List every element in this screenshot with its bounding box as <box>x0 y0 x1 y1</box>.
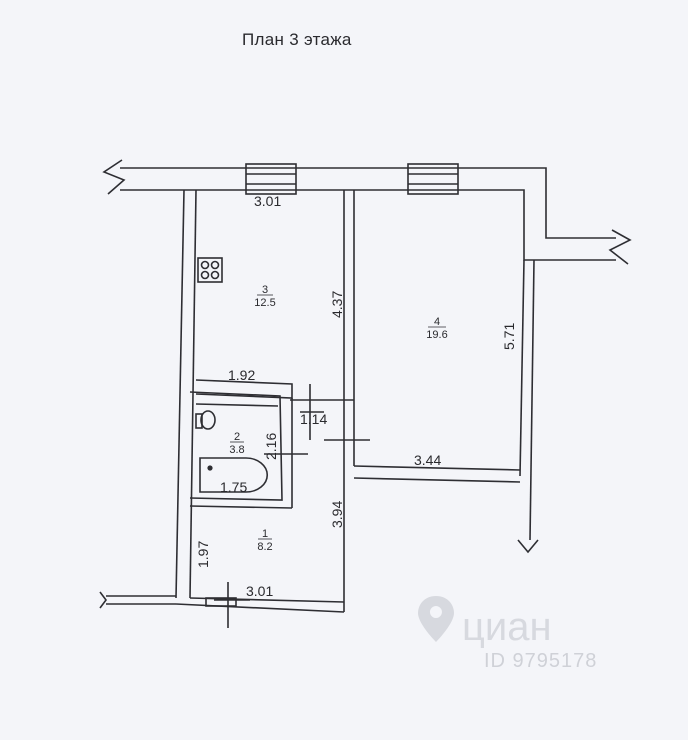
section-mark-entrance <box>214 582 250 628</box>
plan-title: План 3 этажа <box>242 30 352 49</box>
kitchen-bottom-wall <box>195 379 293 399</box>
room-2-number: 2 <box>234 431 240 443</box>
dim-hall-left: 1.97 <box>195 541 211 568</box>
location-pin-icon <box>418 596 454 642</box>
room-1-area: 8.2 <box>257 541 272 553</box>
dim-room4-side: 5.71 <box>501 323 517 350</box>
dim-bath-side: 2.16 <box>263 433 279 460</box>
room-4-number: 4 <box>434 316 440 328</box>
hall-top-wall <box>189 505 293 509</box>
dim-kitchen-bottom: 1.92 <box>228 367 255 383</box>
bathroom-wall-top-inner <box>195 403 279 407</box>
room-4-area: 19.6 <box>426 329 447 341</box>
exterior-bottom-wall <box>175 603 345 613</box>
wall-arrow-bottom <box>517 539 539 554</box>
room4-bottom-wall-bottom <box>353 477 521 483</box>
room4-right-wall-outer <box>529 259 535 541</box>
watermark-id: ID 9795178 <box>484 650 597 672</box>
room4-right-wall-inner <box>519 259 525 477</box>
window-kitchen <box>245 163 297 195</box>
wall-break-right <box>608 229 632 265</box>
section-mark-corridor <box>300 384 324 440</box>
left-wall-outer <box>175 189 185 599</box>
room-3-number: 3 <box>262 284 268 296</box>
room-3-label: 3 12.5 <box>254 284 275 309</box>
dim-hall-bottom: 3.01 <box>246 583 273 599</box>
bathroom-wall-outer <box>189 391 283 501</box>
room-2-area: 3.8 <box>229 444 244 456</box>
dim-bath-width: 1.75 <box>220 479 247 495</box>
room-1-number: 1 <box>262 528 268 540</box>
bottom-break <box>99 591 107 609</box>
room-3-area: 12.5 <box>254 297 275 309</box>
dim-hall-side: 3.94 <box>329 501 345 528</box>
window-room4 <box>407 163 459 195</box>
dim-kitchen-top: 3.01 <box>254 193 281 209</box>
dim-kitchen-side: 4.37 <box>329 291 345 318</box>
toilet-icon <box>195 410 216 430</box>
dim-room4-bottom: 3.44 <box>414 452 441 468</box>
exterior-wall-outer <box>120 167 616 239</box>
wall-break-left <box>102 159 126 195</box>
room-2-label: 2 3.8 <box>229 431 244 456</box>
exterior-wall-inner <box>120 189 616 261</box>
watermark-brand: циан <box>462 605 552 649</box>
dim-corridor-width: 1.14 <box>300 411 327 427</box>
room4-bottom-wall-top <box>353 465 521 471</box>
bathtub-icon <box>199 457 269 493</box>
room-1-label: 1 8.2 <box>257 528 272 553</box>
watermark: циан ID 9795178 <box>418 596 597 672</box>
left-wall-inner <box>189 189 197 599</box>
room-4-label: 4 19.6 <box>426 316 447 341</box>
stove-icon <box>197 257 223 283</box>
entrance-door <box>205 597 237 607</box>
